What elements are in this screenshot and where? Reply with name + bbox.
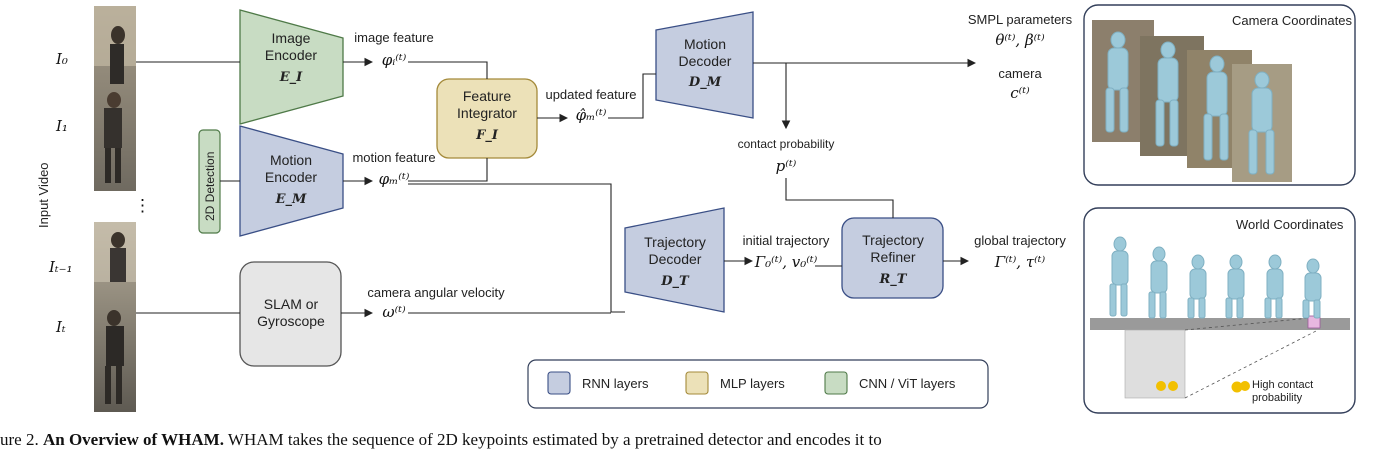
legend-label-cnn: CNN / ViT layers [859,376,956,391]
trajectory-decoder-shape [624,207,725,313]
camera-coordinates-title: Camera Coordinates [1232,13,1352,28]
updated-feature-symbol: φ̂ₘ⁽ᵗ⁾ [575,106,607,124]
frame-label-i1: I₁ [56,117,68,135]
trajectory-refiner-symbol: R_T [879,272,907,287]
world-coordinates-title: World Coordinates [1236,217,1344,232]
caption-bold: An Overview of WHAM. [42,430,224,449]
frame-label-it: Iₜ [56,318,66,336]
legend-swatch-mlp [685,371,709,395]
motion-encoder-title: Motion Encoder [264,152,318,185]
initial-trajectory-symbol: Γ₀⁽ᵗ⁾, v₀⁽ᵗ⁾ [754,253,818,271]
initial-trajectory-label: initial trajectory [742,233,830,248]
trajectory-decoder-title: Trajectory Decoder [644,234,706,267]
motion-decoder-shape [655,11,754,119]
high-contact-dot [1231,381,1243,393]
slam-title: SLAM or Gyroscope [257,296,325,329]
legend-swatch-rnn [547,371,571,395]
image-encoder-shape [239,9,344,125]
world-panel-render [1090,236,1350,399]
legend-swatch-cnn [824,371,848,395]
video-frames-top [94,6,136,191]
global-trajectory-symbol: Γ⁽ᵗ⁾, τ⁽ᵗ⁾ [994,253,1046,271]
contact-probability-symbol: p⁽ᵗ⁾ [775,157,797,175]
caption-prefix: ure 2. [0,430,43,449]
motion-decoder-title: Motion Decoder [678,36,732,69]
smpl-parameters-symbol: θ⁽ᵗ⁾, β⁽ᵗ⁾ [995,31,1045,49]
connectors [136,57,977,318]
contact-probability-label: contact probability [737,137,835,151]
high-contact-label: High contact probability [1252,379,1314,404]
camera-angular-velocity-symbol: ω⁽ᵗ⁾ [382,303,406,321]
motion-feature-label: motion feature [352,150,436,165]
trajectory-refiner-title: Trajectory Refiner [862,232,924,265]
image-encoder-symbol: E_I [279,70,303,85]
slam-shape [239,261,342,367]
legend-label-mlp: MLP layers [720,376,785,391]
image-feature-label: image feature [354,30,434,45]
image-encoder-title: Image Encoder [264,30,318,63]
camera-panel-images [1092,20,1292,182]
figure-caption: ure 2. An Overview of WHAM. WHAM takes t… [0,430,882,450]
smpl-parameters-label: SMPL parameters [967,12,1073,27]
updated-feature-label: updated feature [545,87,637,102]
frame-label-it-1: Iₜ₋₁ [49,258,73,276]
feature-integrator-symbol: F_I [476,128,498,143]
camera-label: camera [998,66,1042,81]
frame-label-i0: I₀ [56,50,68,68]
motion-feature-symbol: φₘ⁽ᵗ⁾ [378,170,410,188]
motion-encoder-shape [239,125,344,237]
motion-decoder-symbol: D_M [688,75,722,90]
input-video-label: Input Video [36,162,51,228]
detection-label: 2D Detection [203,151,217,221]
motion-encoder-symbol: E_M [275,192,307,207]
caption-text: WHAM takes the sequence of 2D keypoints … [223,430,882,449]
legend-label-rnn: RNN layers [582,376,649,391]
image-feature-symbol: φᵢ⁽ᵗ⁾ [381,51,407,69]
legend-box [527,359,989,409]
camera-angular-velocity-label: camera angular velocity [367,285,505,300]
trajectory-decoder-symbol: D_T [661,274,689,289]
frame-ellipsis: ⋮ [134,196,151,216]
camera-symbol: c⁽ᵗ⁾ [1010,84,1030,102]
feature-integrator-title: Feature Integrator [457,88,517,121]
global-trajectory-label: global trajectory [974,233,1066,248]
video-frames-bottom [94,222,136,412]
